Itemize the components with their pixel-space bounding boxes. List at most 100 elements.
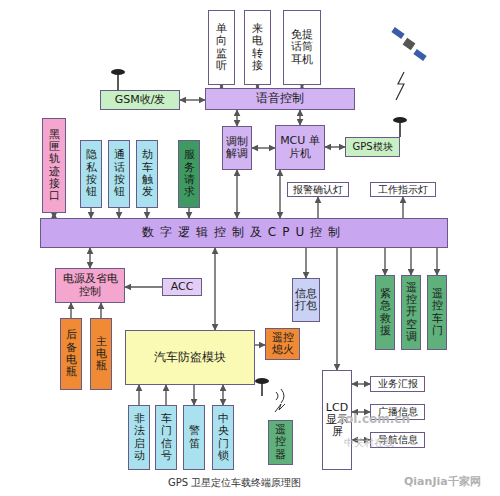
connector-arrow — [90, 208, 91, 218]
watermark-text: 中关村在线 — [344, 436, 394, 450]
connector-arrow — [299, 110, 300, 125]
connector-arrow — [89, 248, 90, 268]
node-text: 车门信号 — [160, 413, 173, 462]
signal-box: 中央门锁 — [212, 405, 234, 470]
modem-box: 调制解调 — [222, 126, 252, 170]
satellite-icon — [391, 27, 426, 100]
gps-antenna — [393, 117, 407, 137]
indicator-box: 报警确认灯 — [287, 182, 349, 197]
button-box: 劫车触发 — [136, 140, 158, 208]
node-text: 紧急救援 — [379, 288, 392, 337]
connector-arrow — [193, 385, 194, 405]
module-box: 汽车防盗模块 — [125, 330, 255, 385]
connector-arrow — [384, 248, 385, 275]
node-text: 服务请求 — [183, 149, 196, 198]
node-text: 语音控制 — [210, 92, 350, 105]
mcu-box: MCU 单片机 — [275, 125, 325, 170]
connector-arrow — [188, 208, 189, 218]
battery-box: 主电瓶 — [90, 318, 112, 390]
node-text: 非法启动 — [133, 413, 146, 462]
node-text: GSM收/发 — [102, 94, 178, 106]
interface-box: 黑匣轨迹接口 — [42, 118, 66, 213]
info-box: 业务汇报 — [370, 376, 425, 392]
connector-arrow — [252, 147, 275, 148]
button-box: 通话按钮 — [108, 140, 130, 208]
node-text: 中央门锁 — [217, 413, 230, 462]
connector-arrow — [317, 197, 318, 218]
node-text: 通话按钮 — [113, 149, 126, 198]
node-text: 来电转接 — [251, 23, 264, 72]
signal-box: 警笛 — [183, 405, 205, 470]
control-band: 语音控制 — [205, 88, 355, 110]
node-text: 遥控器 — [274, 424, 287, 461]
connector-arrow — [279, 170, 280, 218]
watermark-text: QianJia千家网 — [404, 474, 481, 489]
node-text: 报警确认灯 — [288, 184, 348, 195]
connector-arrow — [402, 197, 403, 218]
connector-arrow — [236, 110, 237, 126]
output-box: 紧急救援 — [375, 275, 395, 350]
node-text: 遥控车门 — [431, 288, 444, 337]
connector-arrow — [125, 286, 162, 287]
connector-arrow — [305, 248, 306, 278]
gsm-antenna — [111, 69, 125, 90]
connector-arrow — [214, 248, 215, 330]
function-box: 单向监听 — [208, 10, 235, 85]
node-text: 遥控熄火 — [271, 332, 295, 357]
node-text: 免提话筒耳机 — [290, 29, 314, 66]
power-box: 电源及省电控制 — [55, 268, 125, 303]
function-box: 免提话筒耳机 — [283, 10, 321, 85]
connector-arrow — [255, 344, 265, 345]
indicator-box: 工作指示灯 — [370, 182, 436, 197]
node-text: GPS模块 — [346, 141, 399, 152]
connector-arrow — [436, 248, 437, 275]
connector-arrow — [70, 303, 71, 318]
connector-arrow — [236, 170, 237, 218]
connector-arrow — [222, 385, 223, 405]
button-box: 服务请求 — [178, 140, 200, 208]
module-box: GSM收/发 — [100, 90, 180, 110]
connector-arrow — [146, 208, 147, 218]
node-text: 后备电瓶 — [65, 329, 78, 378]
node-text: 主电瓶 — [95, 336, 108, 373]
node-text: 电源及省电控制 — [60, 273, 120, 298]
caption-text: GPS 卫星定位车载终端原理图 — [168, 476, 301, 490]
button-box: 隐私按钮 — [80, 140, 102, 208]
connector-arrow — [118, 208, 119, 218]
module-box: GPS模块 — [345, 137, 400, 157]
function-box: 来电转接 — [244, 10, 271, 85]
watermark-text: zol.com.cn — [338, 412, 410, 426]
node-text: 信息打包 — [294, 288, 318, 313]
node-text: 汽车防盗模块 — [130, 351, 250, 364]
node-text: 业务汇报 — [371, 378, 424, 389]
node-text: 遥控开空调 — [405, 282, 418, 344]
signal-box: 车门信号 — [155, 405, 177, 470]
connector-arrow — [325, 146, 345, 147]
connector-arrow — [336, 248, 337, 370]
connector-arrow — [410, 248, 411, 275]
connector-arrow — [138, 385, 139, 405]
packing-box: 信息打包 — [292, 278, 320, 322]
node-text: 隐私按钮 — [85, 149, 98, 198]
output-box: 遥控车门 — [427, 275, 447, 350]
node-text: 数字逻辑控制及CPU控制 — [142, 226, 346, 239]
acc-box: ACC — [162, 278, 202, 296]
node-text: 调制解调 — [225, 136, 249, 161]
node-text: 黑匣轨迹接口 — [48, 129, 61, 203]
node-text: MCU 单片机 — [280, 135, 320, 160]
battery-box: 后备电瓶 — [60, 318, 82, 390]
node-text: 警笛 — [188, 425, 201, 450]
cpu-band: 数字逻辑控制及CPU控制 — [40, 218, 448, 248]
output-box: 遥控开空调 — [401, 275, 421, 350]
connector-layer — [54, 85, 437, 440]
output-box: 遥控熄火 — [265, 328, 300, 360]
connector-arrow — [100, 303, 101, 318]
connector-arrow — [352, 383, 370, 384]
remote-box: 遥控器 — [268, 420, 293, 465]
node-text: ACC — [163, 281, 201, 293]
signal-box: 非法启动 — [128, 405, 150, 470]
node-text: 劫车触发 — [141, 149, 154, 198]
wireless-antenna — [255, 378, 285, 412]
node-text: 工作指示灯 — [371, 184, 435, 195]
